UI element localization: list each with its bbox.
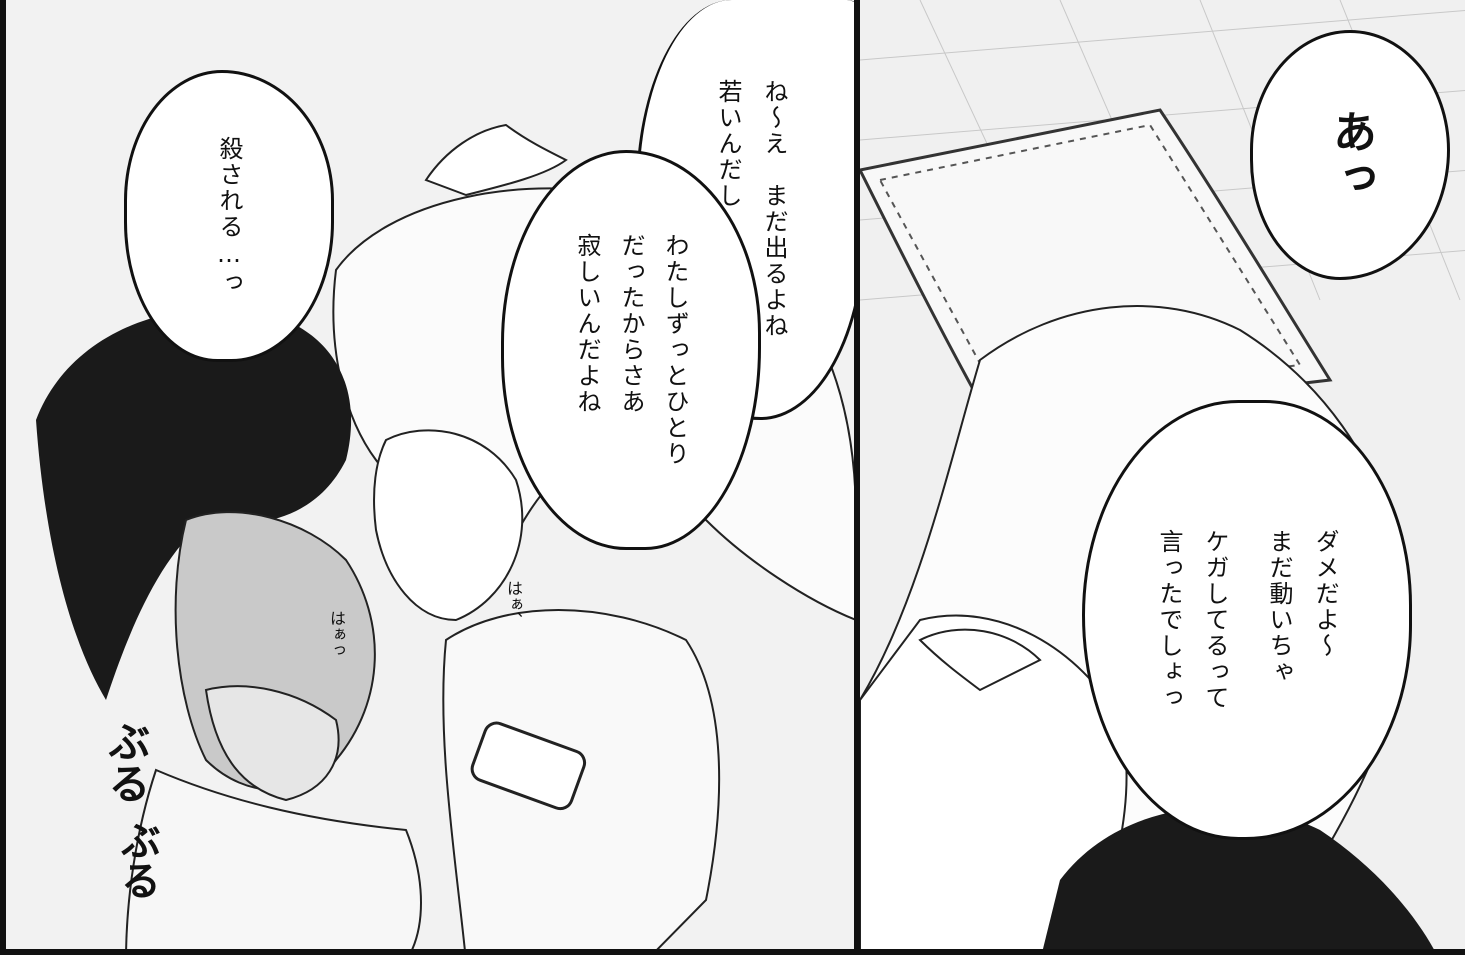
bubble-injured-line-2: 言ったでしょっ <box>1155 529 1183 711</box>
bubble-dame-line-2: まだ動いちゃ <box>1265 529 1293 685</box>
bubble-young-line-1: ね～え まだ出るよね <box>760 78 788 339</box>
bubble-young-line-2: 若いんだし <box>714 78 742 209</box>
sfx-shiver-2: ぶる <box>114 820 160 900</box>
bubble-lonely-text: わたしずっとひとり だったからさあ 寂しいんだよね <box>569 233 693 467</box>
bubble-lonely-line-1: わたしずっとひとり <box>661 233 689 467</box>
sfx-shiver-1: ぶる <box>102 720 151 804</box>
bubble-killed-line-1: 殺される…っ <box>215 136 243 296</box>
bubble-lonely-line-3: 寂しいんだよね <box>573 233 601 415</box>
bubble-young-text: ね～え まだ出るよね 若いんだし <box>710 79 792 339</box>
bubble-lonely-line-2: だったからさあ <box>617 233 645 415</box>
bubble-ah-line-1: あっ <box>1325 109 1376 201</box>
speech-bubble-lonely: わたしずっとひとり だったからさあ 寂しいんだよね <box>501 150 761 550</box>
bubble-dame-text: ダメだよ～ まだ動いちゃ ケガしてるって 言ったでしょっ <box>1151 529 1343 711</box>
right-panel: あっ ダメだよ～ まだ動いちゃ ケガしてるって 言ったでしょっ <box>854 0 1465 955</box>
bubble-dame-line-1: ダメだよ～ <box>1311 529 1339 659</box>
bubble-injured-line-1: ケガしてるって <box>1201 529 1229 711</box>
speech-bubble-ah: あっ <box>1250 30 1450 280</box>
speech-bubble-killed: 殺される…っ <box>124 70 334 362</box>
left-panel: 殺される…っ ね～え まだ出るよね 若いんだし わたしずっとひとり だったからさ… <box>0 0 862 955</box>
speech-bubble-dame: ダメだよ～ まだ動いちゃ ケガしてるって 言ったでしょっ <box>1082 400 1412 840</box>
sfx-haa-boy: はぁっ <box>327 610 346 658</box>
sfx-haa-girl: はぁ、 <box>504 580 523 628</box>
